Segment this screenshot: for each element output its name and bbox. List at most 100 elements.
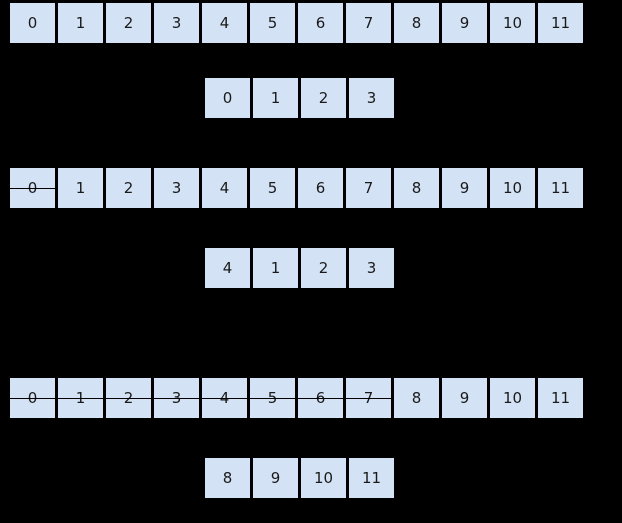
array-cell-label: 1 [75,13,86,32]
array-cell[interactable]: 6 [298,3,343,43]
array-cell[interactable]: 0 [205,78,250,118]
array-cell-label: 3 [171,13,182,32]
array-cell[interactable]: 10 [301,458,346,498]
source-array-step-3: 0 1 2 3 4 5 6 7 8 9 10 11 [10,378,583,418]
array-cell[interactable]: 11 [538,3,583,43]
array-cell[interactable]: 4 [202,3,247,43]
array-cell[interactable]: 9 [253,458,298,498]
array-cell-label: 11 [361,468,382,487]
array-cell-label: 1 [75,388,86,407]
array-cell-label: 5 [267,13,278,32]
array-cell-label: 6 [315,388,326,407]
array-cell-label: 10 [502,13,523,32]
array-cell[interactable]: 9 [442,168,487,208]
array-cell-label: 7 [363,178,374,197]
array-cell-label: 7 [363,388,374,407]
array-cell[interactable]: 8 [394,3,439,43]
array-cell[interactable]: 9 [442,378,487,418]
array-cell[interactable]: 1 [253,248,298,288]
array-cell[interactable]: 0 [10,3,55,43]
array-cell[interactable]: 8 [394,378,439,418]
array-cell-label: 2 [318,258,329,277]
array-cell[interactable]: 10 [490,378,535,418]
array-cell-label: 8 [222,468,233,487]
array-cell[interactable]: 0 [10,378,58,418]
array-cell-label: 5 [267,388,278,407]
array-cell-label: 10 [502,178,523,197]
array-cell[interactable]: 11 [538,378,583,418]
array-cell[interactable]: 1 [58,378,106,418]
result-array-step-2: 4 1 2 3 [205,248,394,288]
array-cell-label: 11 [550,388,571,407]
array-cell-label: 8 [411,13,422,32]
array-cell[interactable]: 7 [346,378,391,418]
array-cell[interactable]: 4 [202,378,250,418]
array-cell-label: 4 [219,178,230,197]
array-cell[interactable]: 11 [349,458,394,498]
array-cell[interactable]: 4 [205,248,250,288]
array-cell-label: 6 [315,13,326,32]
array-cell-label: 9 [459,13,470,32]
array-cell-label: 10 [502,388,523,407]
array-cell-label: 11 [550,178,571,197]
array-cell-label: 3 [171,388,182,407]
array-cell[interactable]: 1 [253,78,298,118]
array-cell[interactable]: 3 [154,3,199,43]
array-cell[interactable]: 10 [490,3,535,43]
array-cell-label: 3 [366,258,377,277]
source-array-step-1: 0 1 2 3 4 5 6 7 8 9 10 11 [10,3,583,43]
array-cell-label: 2 [123,13,134,32]
array-cell[interactable]: 4 [202,168,247,208]
array-cell-label: 7 [363,13,374,32]
array-cell-label: 3 [366,88,377,107]
array-cell-label: 1 [75,178,86,197]
array-cell[interactable]: 1 [58,3,103,43]
array-cell[interactable]: 2 [106,168,151,208]
array-cell[interactable]: 6 [298,378,346,418]
array-cell-label: 1 [270,88,281,107]
array-cell[interactable]: 2 [301,248,346,288]
array-cell-label: 2 [123,178,134,197]
array-cell-label: 0 [222,88,233,107]
array-cell-label: 3 [171,178,182,197]
array-cell[interactable]: 1 [58,168,103,208]
array-cell-label: 0 [27,13,38,32]
source-array-step-2: 0 1 2 3 4 5 6 7 8 9 10 11 [10,168,583,208]
array-cell[interactable]: 8 [205,458,250,498]
array-cell[interactable]: 0 [10,168,55,208]
array-cell-label: 9 [459,388,470,407]
array-cell-label: 8 [411,178,422,197]
array-cell-label: 9 [270,468,281,487]
array-cell-label: 0 [27,178,38,197]
array-cell-label: 2 [123,388,134,407]
array-cell[interactable]: 6 [298,168,343,208]
array-cell[interactable]: 10 [490,168,535,208]
array-cell[interactable]: 7 [346,3,391,43]
array-cell[interactable]: 7 [346,168,391,208]
result-array-step-3: 8 9 10 11 [205,458,394,498]
array-cell[interactable]: 8 [394,168,439,208]
array-cell-label: 0 [27,388,38,407]
array-cell-label: 1 [270,258,281,277]
array-cell[interactable]: 5 [250,168,295,208]
array-cell[interactable]: 11 [538,168,583,208]
array-cell-label: 4 [219,13,230,32]
array-cell-label: 6 [315,178,326,197]
array-cell[interactable]: 2 [106,378,154,418]
array-cell[interactable]: 3 [349,78,394,118]
array-cell[interactable]: 9 [442,3,487,43]
array-cell-label: 8 [411,388,422,407]
array-cell-label: 4 [219,388,230,407]
array-cell[interactable]: 5 [250,3,295,43]
array-cell[interactable]: 2 [106,3,151,43]
array-cell-label: 11 [550,13,571,32]
array-cell[interactable]: 3 [154,168,199,208]
array-cell-label: 2 [318,88,329,107]
array-cell-label: 4 [222,258,233,277]
array-cell[interactable]: 5 [250,378,298,418]
array-cell[interactable]: 2 [301,78,346,118]
array-cell[interactable]: 3 [349,248,394,288]
array-cell[interactable]: 3 [154,378,202,418]
array-cell-label: 9 [459,178,470,197]
